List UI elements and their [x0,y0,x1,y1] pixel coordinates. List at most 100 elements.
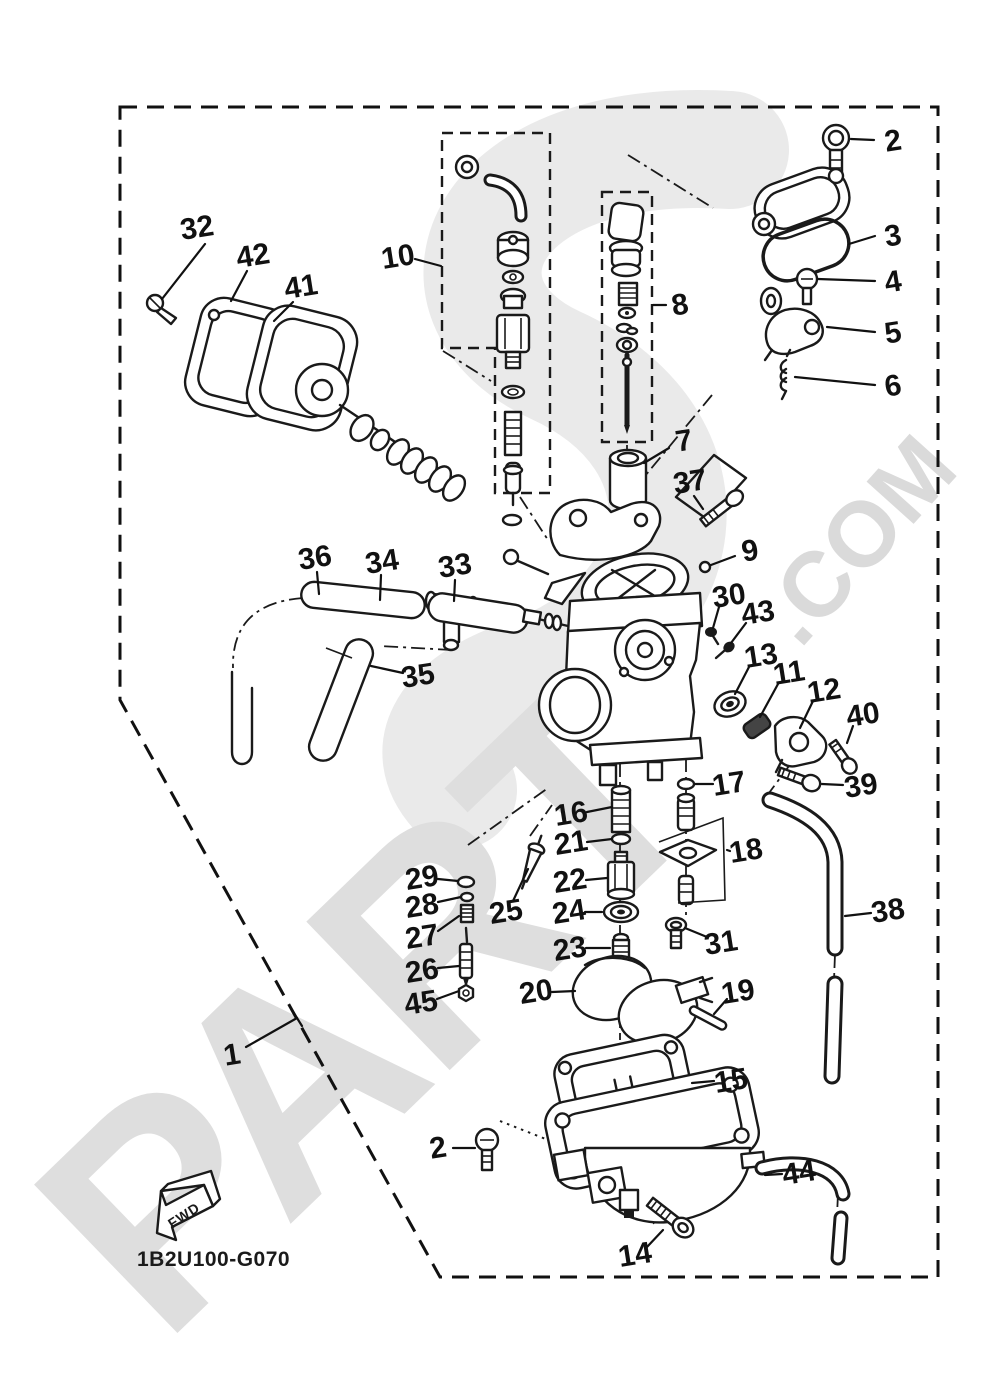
callout-14[interactable]: 14 [616,1236,654,1274]
callout-29[interactable]: 29 [403,859,441,897]
part-7-slide-cylinder [608,448,648,511]
part-30-screw [705,627,720,646]
callout-3[interactable]: 3 [882,218,904,253]
callout-13[interactable]: 13 [742,637,780,675]
callout-leader-45 [435,989,461,1001]
callout-leader-41 [272,300,295,323]
callout-leader-44 [763,1172,784,1177]
callout-21[interactable]: 21 [552,824,590,862]
callout-24[interactable]: 24 [550,893,588,931]
part-10-fuel-inlet-assembly [454,154,531,527]
callout-leader-26 [436,964,461,970]
callout-10[interactable]: 10 [379,238,417,276]
callout-27[interactable]: 27 [403,918,441,956]
part-33-hose [427,592,529,634]
callout-22[interactable]: 22 [551,862,589,900]
callout-leader-5 [825,325,877,334]
callout-leader-9 [709,554,737,567]
watermark: PART .COM [0,90,976,1375]
callout-7[interactable]: 7 [673,423,695,458]
callout-5[interactable]: 5 [882,315,904,350]
callout-leader-28 [436,895,463,904]
callout-34[interactable]: 34 [363,543,401,581]
part-26-pilot-screw [458,926,474,988]
callout-33[interactable]: 33 [436,547,474,585]
part-12-cable-bracket [773,715,828,774]
part-8-box [600,190,654,444]
callout-44[interactable]: 44 [780,1154,818,1192]
part-19-float-pin [688,1005,728,1031]
part-43-screw [714,641,735,660]
callout-20[interactable]: 20 [517,973,555,1011]
callout-leader-42 [229,269,249,303]
callout-8[interactable]: 8 [669,287,691,322]
callout-leader-29 [436,877,460,883]
callout-leader-18 [725,848,732,853]
callout-16[interactable]: 16 [552,795,590,833]
part-27-spring [459,903,475,924]
callout-40[interactable]: 40 [844,696,882,734]
callout-45[interactable]: 45 [402,984,440,1022]
callout-leader-10 [413,257,443,268]
callout-25[interactable]: 25 [487,893,525,931]
callout-tick-1 [290,1008,304,1028]
callout-37[interactable]: 37 [671,463,709,501]
part-6-spring [779,348,792,401]
callout-1[interactable]: 1 [221,1037,243,1072]
part-39-bolt [776,766,822,793]
callout-11[interactable]: 11 [771,654,807,692]
callout-leader-15 [690,1079,716,1085]
callout-17[interactable]: 17 [710,765,748,803]
callout-38[interactable]: 38 [869,892,907,930]
fwd-arrow-face [155,1183,215,1242]
callout-32[interactable]: 32 [178,209,216,247]
callout-15[interactable]: 15 [712,1062,750,1100]
callout-9[interactable]: 9 [739,533,761,568]
callout-23[interactable]: 23 [551,930,589,968]
callout-2a[interactable]: 2 [882,123,904,158]
callout-42[interactable]: 42 [234,237,272,275]
callout-leader-34 [378,573,383,602]
callout-31[interactable]: 31 [702,924,740,962]
callout-2b[interactable]: 2 [427,1130,449,1165]
callout-26[interactable]: 26 [403,952,441,990]
callout-leader-19 [712,997,729,1016]
callout-43[interactable]: 43 [739,594,777,632]
callout-30[interactable]: 30 [710,577,748,615]
callout-35[interactable]: 35 [399,657,437,695]
parts-artwork [145,123,858,1266]
part-9-washer [698,560,712,574]
callout-leader-22 [584,876,609,882]
callout-leader-21 [585,837,614,844]
callout-36[interactable]: 36 [296,539,334,577]
callout-leader-4 [816,277,877,283]
part-31-screw [664,916,688,950]
part-32-screw [145,293,178,326]
callout-leader-37 [692,494,705,511]
part-5-lever [759,286,824,362]
part-10-box [440,131,552,495]
part-18-jet-set [658,792,726,906]
callout-39[interactable]: 39 [842,767,880,805]
part-14-drain-bolt [645,1196,695,1239]
throttle-shaft-assembly [294,362,467,502]
callout-leader-14 [645,1228,665,1249]
callout-leader-13 [733,665,751,696]
callout-12[interactable]: 12 [805,672,843,710]
callout-6[interactable]: 6 [882,368,904,403]
callout-leader-30 [711,605,721,630]
part-16-main-jet [610,784,632,834]
callout-leader-39 [820,782,845,787]
callout-41[interactable]: 41 [282,268,320,306]
callout-4[interactable]: 4 [882,264,904,299]
part-17-o-ring [676,777,696,791]
callout-leader-40 [845,724,855,745]
part-2-screw-bottom [474,1127,500,1172]
callout-leader-16 [585,805,614,814]
callout-19[interactable]: 19 [719,973,757,1011]
callout-28[interactable]: 28 [403,887,441,925]
part-44-overflow-hose [754,1156,851,1266]
callout-18[interactable]: 18 [727,832,765,870]
part-36-hose [230,580,426,766]
